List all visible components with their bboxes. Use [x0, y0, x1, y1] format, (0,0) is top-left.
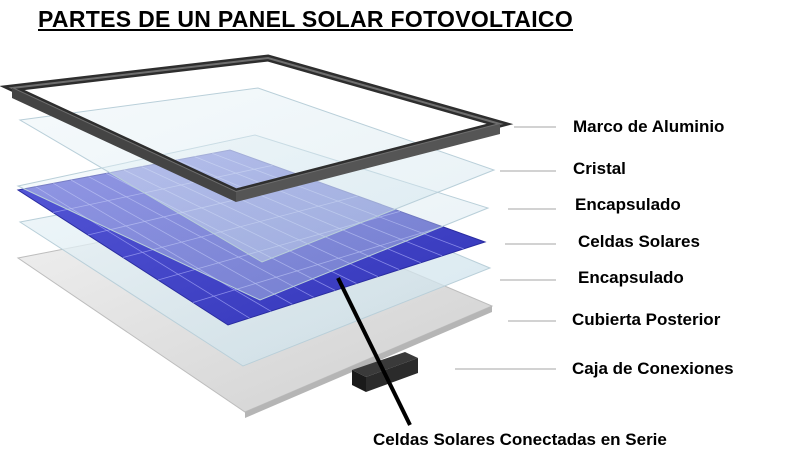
label-encapsulant-top: Encapsulado [575, 195, 681, 214]
aluminium-frame [0, 54, 514, 202]
label-backsheet: Cubierta Posterior [572, 310, 721, 329]
diagram-title: PARTES DE UN PANEL SOLAR FOTOVOLTAICO [38, 6, 574, 32]
junction-box [352, 352, 418, 392]
leader-lines [455, 126, 556, 370]
label-junction-box: Caja de Conexiones [572, 359, 734, 378]
label-encapsulant-bottom: Encapsulado [578, 268, 684, 287]
label-cells: Celdas Solares [578, 232, 700, 251]
series-pointer-line [336, 277, 412, 426]
label-glass: Cristal [573, 159, 626, 178]
glass-layer [18, 87, 496, 263]
label-frame: Marco de Aluminio [573, 117, 725, 136]
caption-series-cells: Celdas Solares Conectadas en Serie [373, 430, 667, 449]
